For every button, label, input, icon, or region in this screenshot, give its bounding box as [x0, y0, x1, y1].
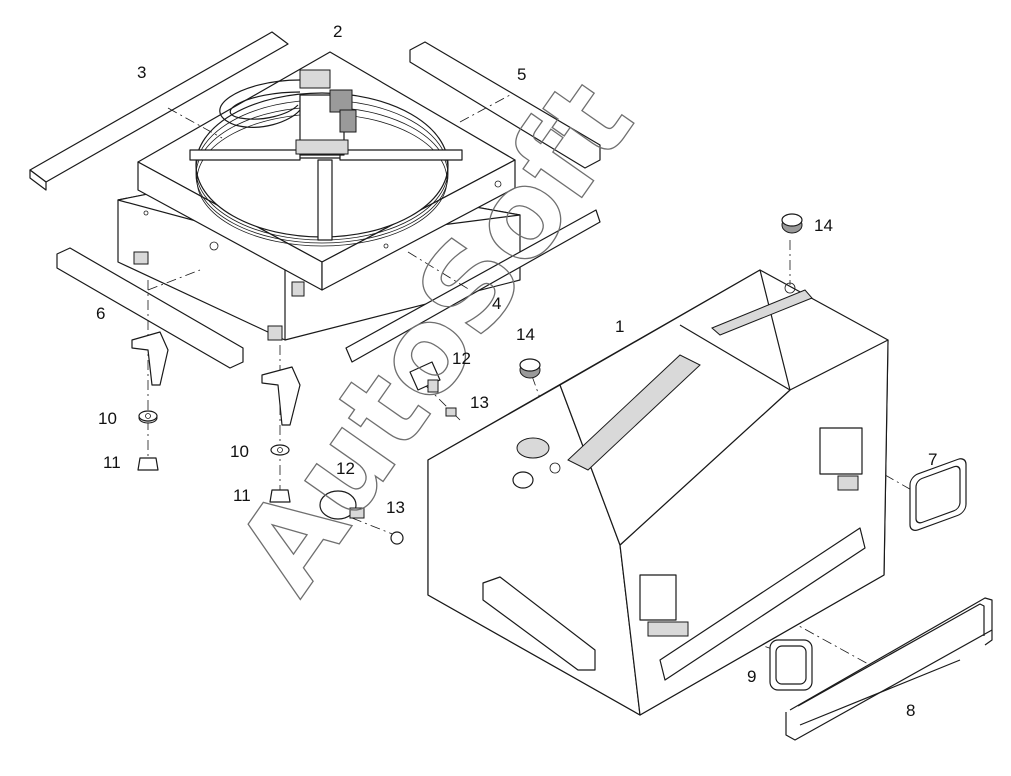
callout-10a: 10 [98, 409, 117, 428]
callout-9: 9 [747, 667, 756, 686]
callout-14b: 14 [516, 325, 535, 344]
callout-3: 3 [137, 63, 146, 82]
callout-12b: 12 [336, 459, 355, 478]
callout-2: 2 [333, 22, 342, 41]
callout-4: 4 [492, 294, 501, 313]
callout-6: 6 [96, 304, 105, 323]
callout-11b: 11 [233, 486, 251, 505]
callout-13b: 13 [386, 498, 405, 517]
tank-housing [427, 269, 889, 716]
callout-1: 1 [615, 317, 624, 336]
callout-11a: 11 [103, 453, 121, 472]
callout-8: 8 [906, 701, 915, 720]
mounting-feet [131, 331, 301, 503]
callout-5: 5 [517, 65, 526, 84]
plugs [319, 361, 457, 545]
callout-13a: 13 [470, 393, 489, 412]
rails [29, 31, 601, 369]
gaskets [769, 458, 993, 741]
caps [519, 213, 803, 379]
callout-labels: 1 2 3 4 5 6 7 8 9 10 10 11 11 12 12 13 1… [96, 22, 937, 720]
callout-10b: 10 [230, 442, 249, 461]
callout-14a: 14 [814, 216, 833, 235]
reel-assembly [117, 51, 521, 341]
callout-7: 7 [928, 450, 937, 469]
callout-12a: 12 [452, 349, 471, 368]
